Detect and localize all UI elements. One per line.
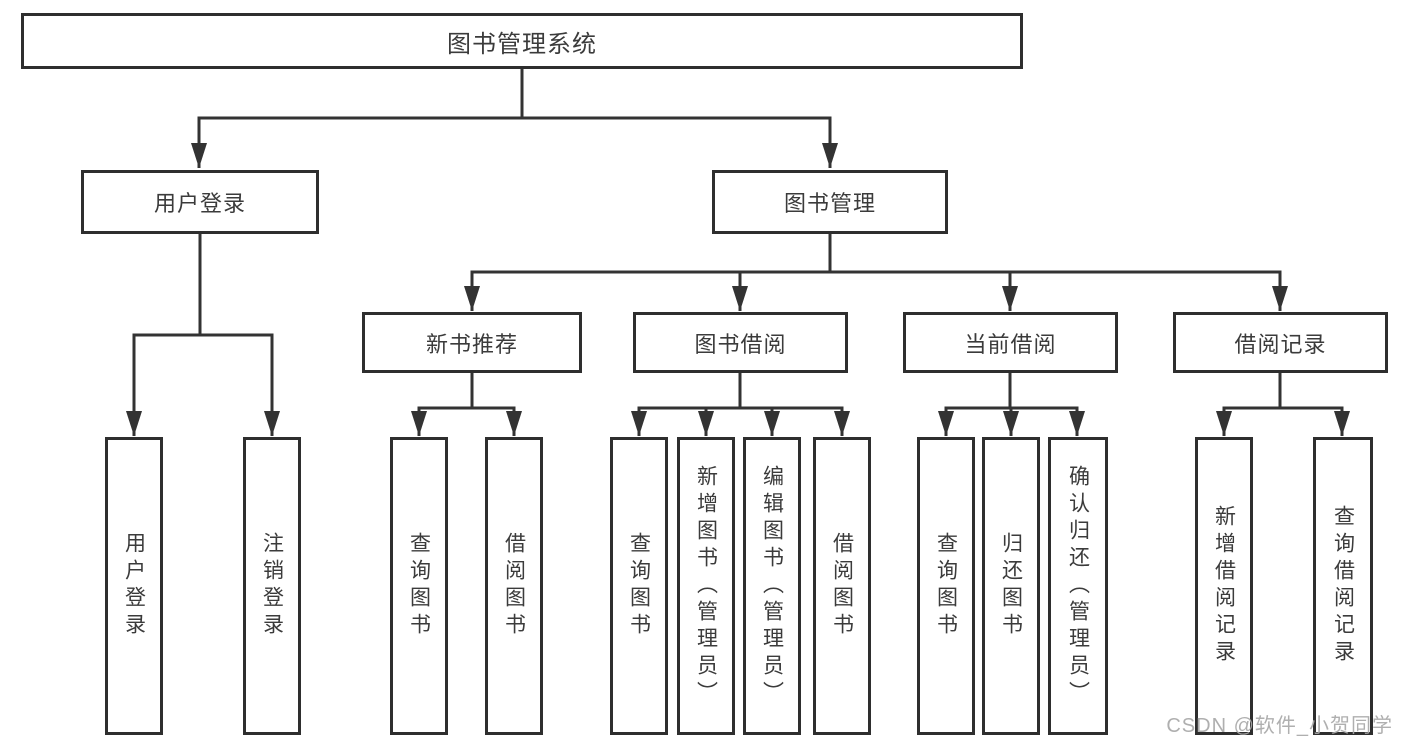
leaf-query-borrow-record: 查询借阅记录 [1313,437,1373,735]
leaf-logout: 注销登录 [243,437,301,735]
leaf-edit-books-admin: 编辑图书（管理员） [743,437,801,735]
leaf-add-books-admin: 新增图书（管理员） [677,437,735,735]
leaf-query-books-borrowing: 查询图书 [610,437,668,735]
arrow-down-icons [126,143,1350,436]
leaf-borrow-books: 借阅图书 [813,437,871,735]
node-borrow-records: 借阅记录 [1173,312,1388,373]
leaf-return-books: 归还图书 [982,437,1040,735]
leaf-query-books-current: 查询图书 [917,437,975,735]
csdn-watermark: CSDN @软件_小贺同学 [1166,715,1393,737]
leaf-user-login: 用户登录 [105,437,163,735]
leaf-confirm-return-admin: 确认归还（管理员） [1048,437,1108,735]
node-book-management: 图书管理 [712,170,948,234]
node-book-borrowing: 图书借阅 [633,312,848,373]
leaf-borrow-books-recommend: 借阅图书 [485,437,543,735]
leaf-query-books-recommend: 查询图书 [390,437,448,735]
node-new-book-recommend: 新书推荐 [362,312,582,373]
node-user-login: 用户登录 [81,170,319,234]
leaf-add-borrow-record: 新增借阅记录 [1195,437,1253,735]
connector-paths [132,69,1344,436]
node-current-borrowing: 当前借阅 [903,312,1118,373]
node-root: 图书管理系统 [21,13,1023,69]
